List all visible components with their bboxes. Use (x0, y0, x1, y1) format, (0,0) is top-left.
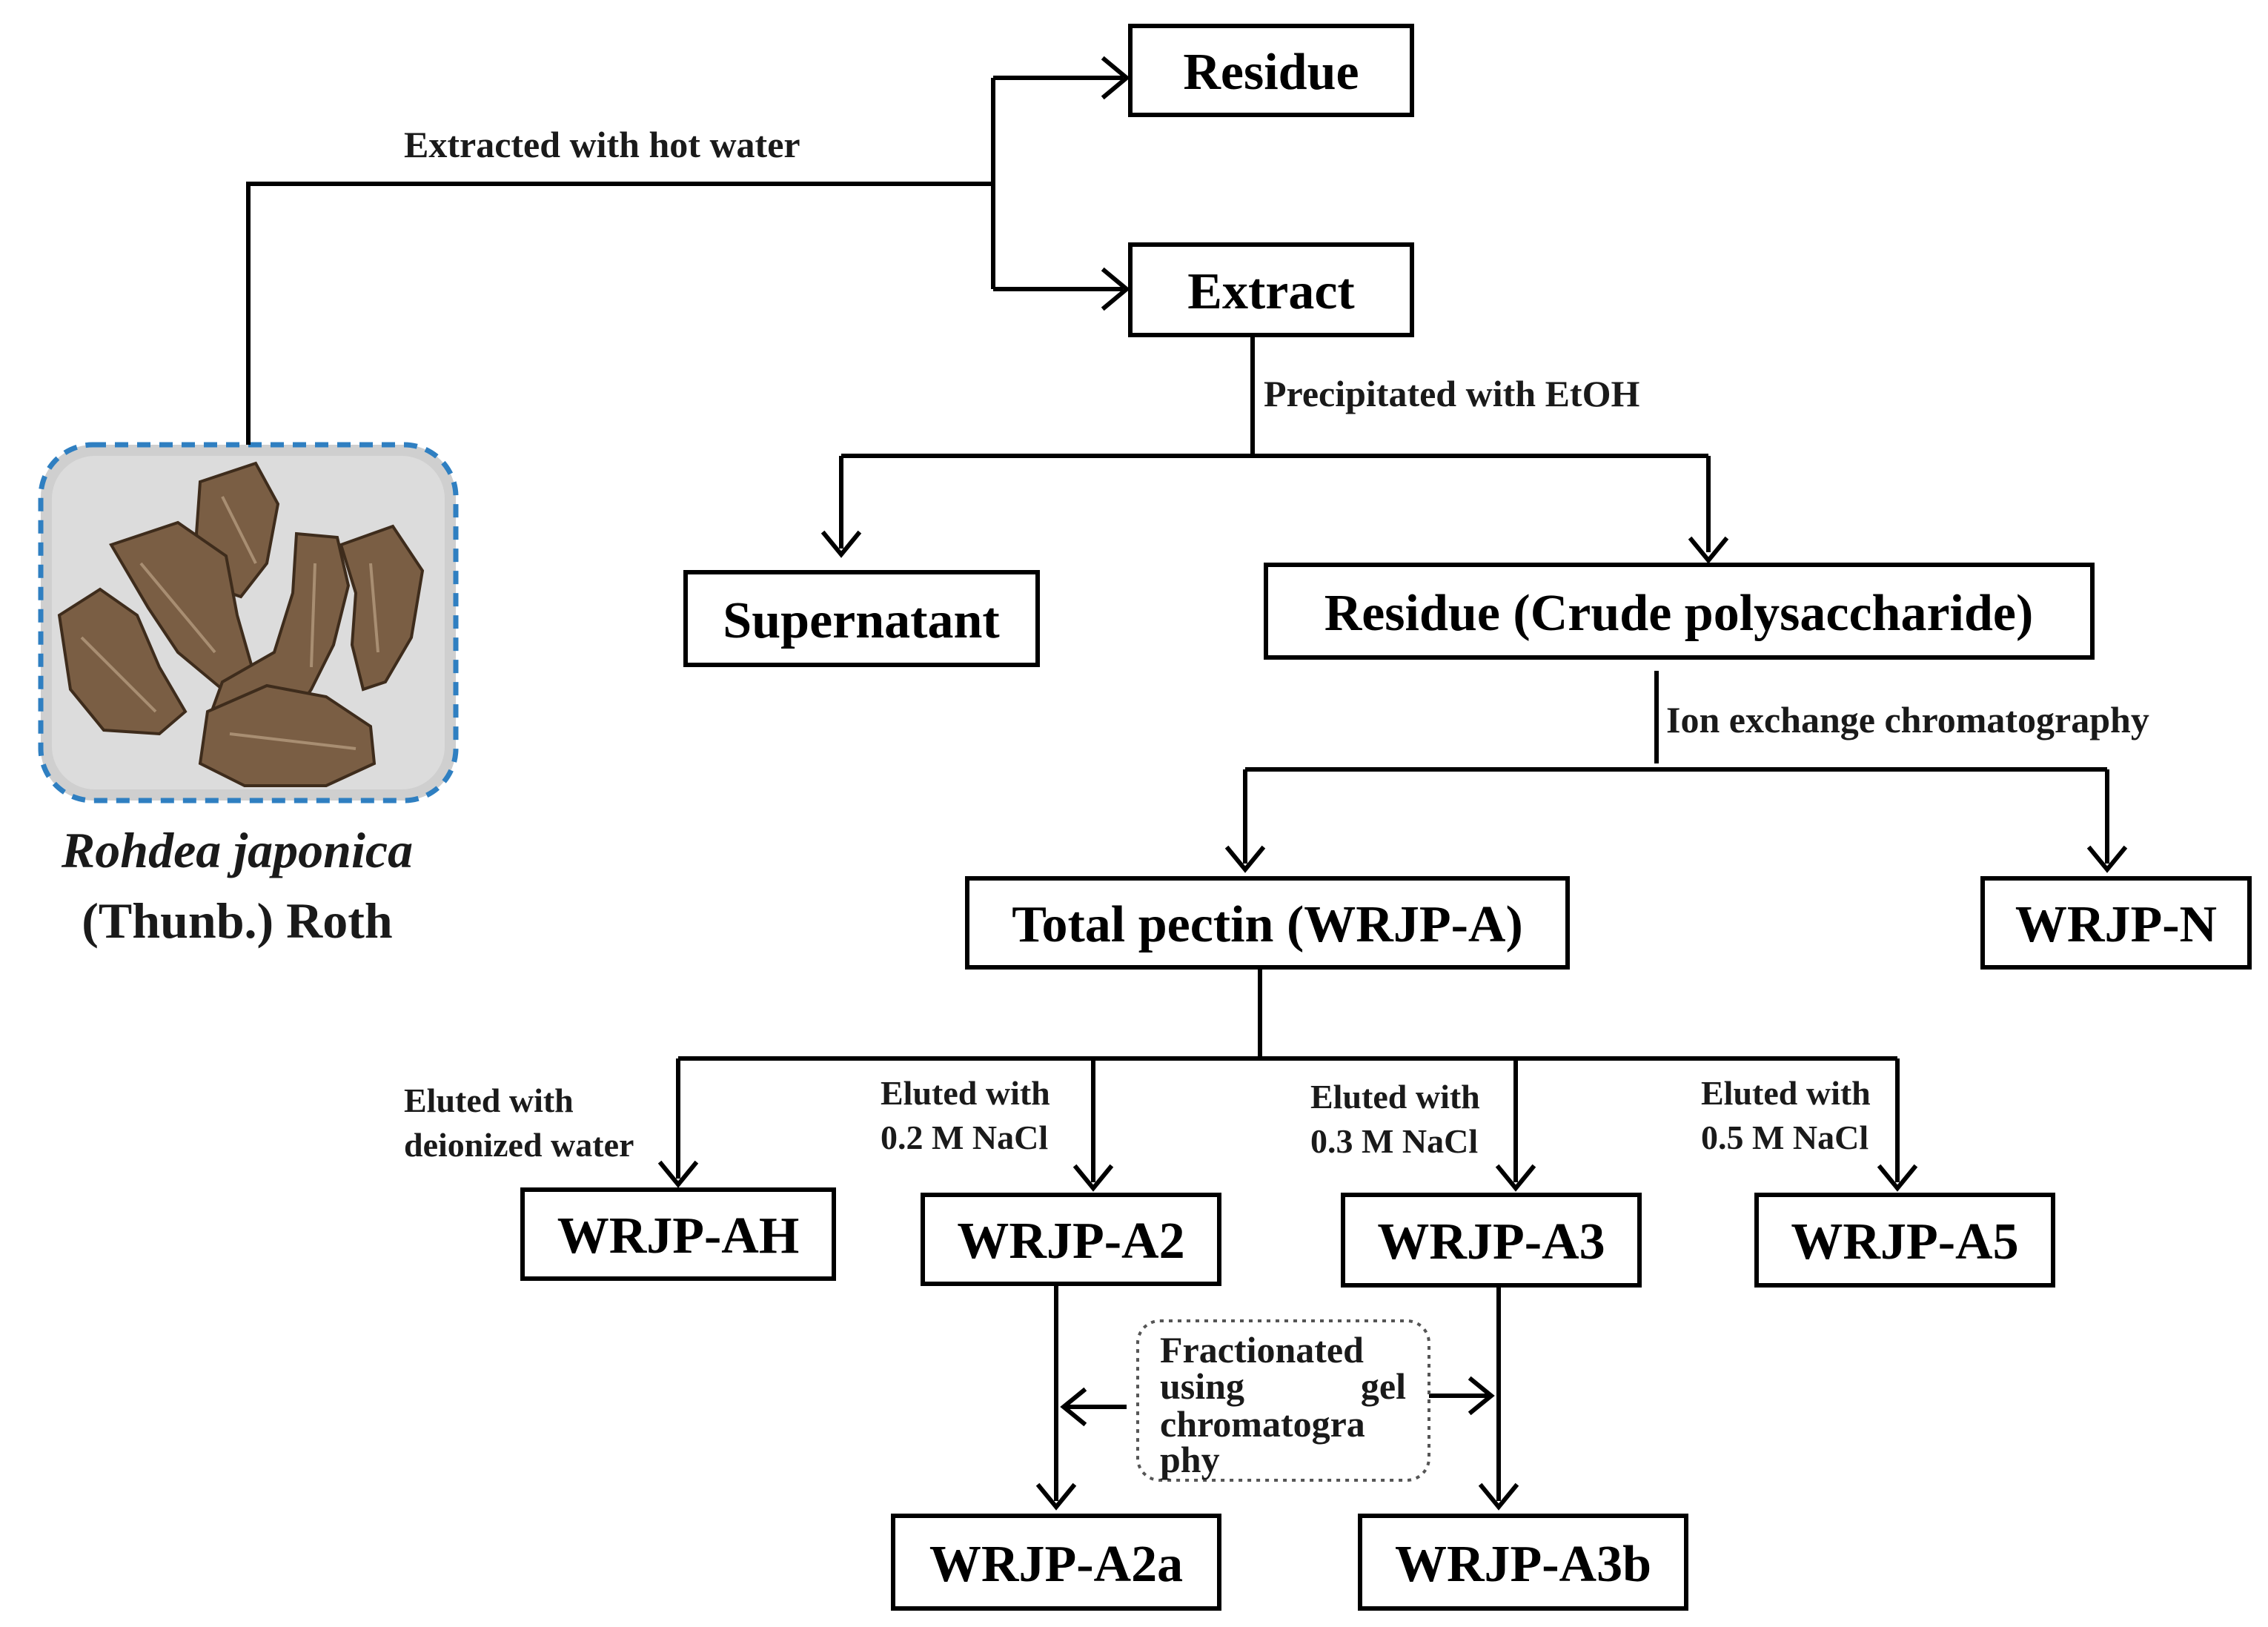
box-wrjp-a2: WRJP-A2 (921, 1193, 1221, 1286)
box-crude-polysaccharide: Residue (Crude polysaccharide) (1264, 563, 2095, 660)
label-nacl02-2: 0.2 M NaCl (881, 1119, 1048, 1156)
connectors (246, 56, 2128, 1511)
box-wrjp-a5: WRJP-A5 (1754, 1193, 2055, 1288)
svg-text:WRJP-A2a: WRJP-A2a (929, 1536, 1183, 1593)
svg-text:Residue: Residue (1183, 44, 1359, 101)
svg-text:WRJP-A3b: WRJP-A3b (1395, 1536, 1651, 1593)
svg-text:WRJP-A2: WRJP-A2 (957, 1213, 1184, 1270)
svg-text:Supernatant: Supernatant (723, 592, 999, 649)
svg-text:WRJP-AH: WRJP-AH (557, 1207, 800, 1265)
svg-text:Residue (Crude polysaccharide): Residue (Crude polysaccharide) (1324, 585, 2034, 642)
label-water-2: deionized water (404, 1126, 634, 1164)
box-wrjp-a2a: WRJP-A2a (891, 1514, 1221, 1611)
gel-note-box (1136, 1319, 1430, 1482)
box-total-pectin: Total pectin (WRJP-A) (965, 876, 1570, 970)
label-ion-exchange: Ion exchange chromatography (1666, 699, 2149, 740)
box-supernatant: Supernatant (683, 570, 1040, 667)
gel-note-line2b: gel (1361, 1365, 1406, 1407)
box-wrjp-ah: WRJP-AH (520, 1187, 836, 1281)
label-nacl03-1: Eluted with (1310, 1078, 1480, 1116)
plant-authority: (Thunb.) Roth (82, 892, 393, 949)
svg-text:Total pectin (WRJP-A): Total pectin (WRJP-A) (1012, 896, 1523, 953)
gel-note-line4: phy (1160, 1439, 1220, 1480)
gel-note-line3: chromatogra (1160, 1403, 1365, 1445)
label-etoh: Precipitated with EtOH (1264, 373, 1639, 414)
box-residue-top: Residue (1128, 24, 1414, 117)
label-water-1: Eluted with (404, 1081, 574, 1119)
box-wrjp-n: WRJP-N (1980, 876, 2252, 970)
label-nacl03-2: 0.3 M NaCl (1310, 1122, 1478, 1160)
gel-note-line2a: using (1160, 1365, 1244, 1407)
box-extract: Extract (1128, 242, 1414, 337)
label-nacl02-1: Eluted with (881, 1074, 1050, 1112)
svg-text:WRJP-A3: WRJP-A3 (1377, 1213, 1605, 1270)
box-wrjp-a3b: WRJP-A3b (1358, 1514, 1688, 1611)
label-hot-water: Extracted with hot water (404, 124, 800, 165)
label-nacl05-2: 0.5 M NaCl (1701, 1119, 1869, 1156)
svg-text:WRJP-A5: WRJP-A5 (1791, 1213, 2018, 1270)
plant-name: Rohdea japonica (61, 822, 413, 878)
svg-text:WRJP-N: WRJP-N (2015, 896, 2217, 953)
gel-note-line1: Fractionated (1160, 1329, 1364, 1371)
plant-photo (38, 442, 459, 803)
svg-text:Extract: Extract (1187, 263, 1354, 320)
label-nacl05-1: Eluted with (1701, 1074, 1871, 1112)
box-wrjp-a3: WRJP-A3 (1341, 1193, 1642, 1288)
